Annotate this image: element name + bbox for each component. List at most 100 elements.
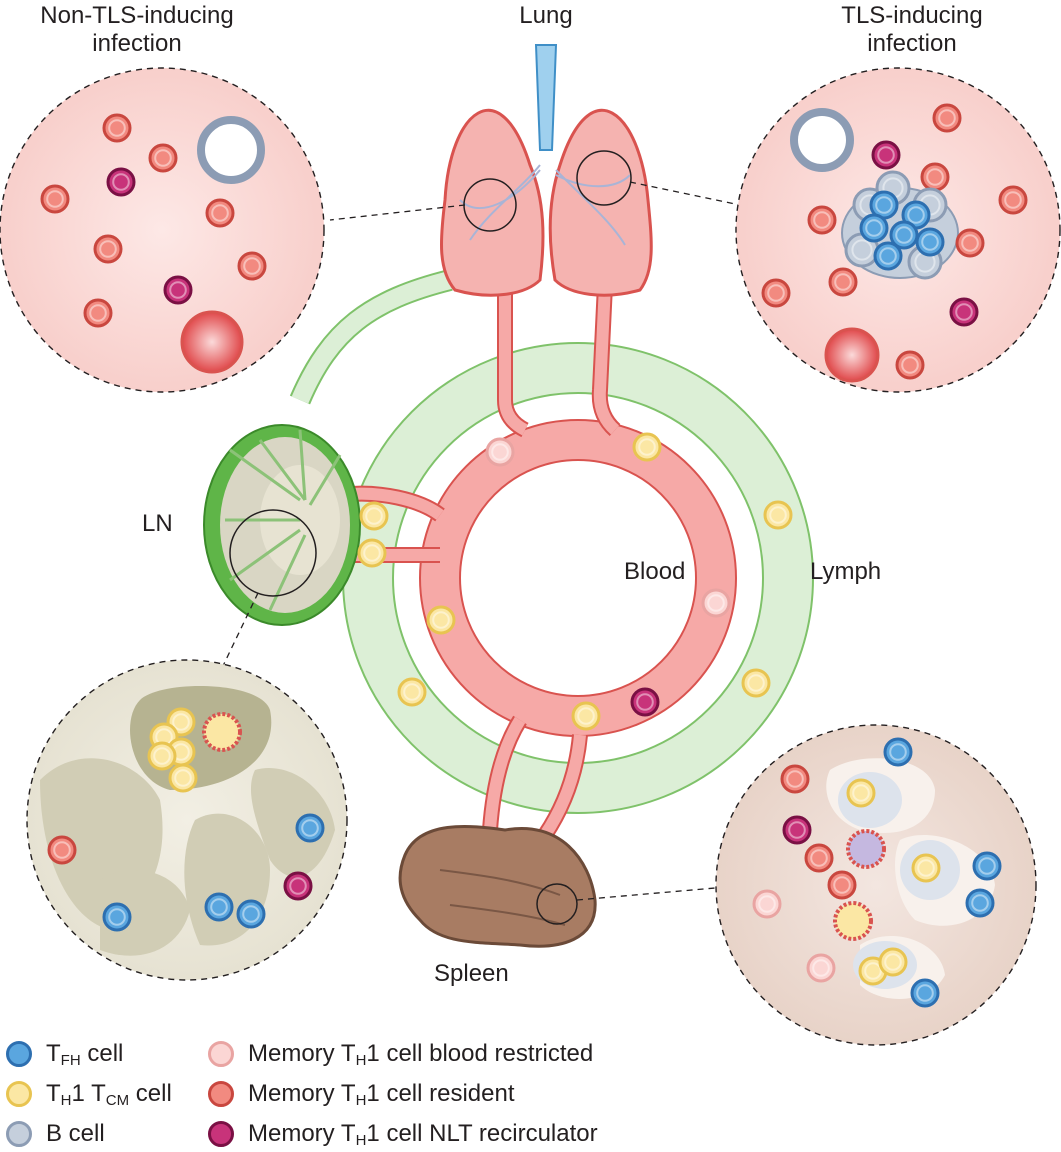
legend-label-bcell: B cell — [46, 1120, 105, 1147]
legend-item-bcell: B cell — [6, 1120, 105, 1148]
cell-nlt — [782, 815, 812, 845]
cell-highlight — [363, 544, 381, 562]
cell-res — [205, 198, 235, 228]
label-non-tls: Non-TLS-inducing infection — [40, 2, 233, 58]
cell-highlight — [786, 770, 804, 788]
cell-tcm — [911, 853, 941, 883]
ring-cells — [357, 432, 793, 731]
inset-spleen — [715, 724, 1037, 1046]
legend-label-th1-tcm: TH1 TCM cell — [46, 1080, 172, 1109]
cell-res — [237, 251, 267, 281]
legend-swatch-resident — [208, 1081, 234, 1107]
cell-tcm — [397, 677, 427, 707]
legend-swatch-th1-tcm — [6, 1081, 32, 1107]
cell-tfh — [859, 213, 889, 243]
cell-highlight — [877, 146, 895, 164]
spleen-cells — [752, 737, 1002, 1008]
cell-highlight — [788, 821, 806, 839]
cell-highlight — [907, 206, 925, 224]
cell-tfh — [883, 737, 913, 767]
legend-item-blood-restricted: Memory TH1 cell blood restricted — [208, 1040, 593, 1068]
cell-res — [895, 350, 925, 380]
cell-highlight — [864, 962, 882, 980]
cell-tcm — [147, 741, 177, 771]
cell-highlight — [769, 506, 787, 524]
cell-tcm — [426, 605, 456, 635]
label-ln: LN — [142, 510, 173, 537]
ln-cells — [47, 707, 325, 932]
cell-highlight — [747, 674, 765, 692]
cell-tfh — [204, 892, 234, 922]
cell-highlight — [961, 234, 979, 252]
legend-swatch-blood-restricted — [208, 1041, 234, 1067]
cell-nlt — [949, 297, 979, 327]
lung-zoom-right-marker — [576, 150, 632, 206]
cell-tfh — [915, 227, 945, 257]
lung-illustration — [439, 44, 653, 297]
cell-nlt — [283, 871, 313, 901]
cell-highlight — [978, 857, 996, 875]
cell-tfh — [972, 851, 1002, 881]
cell-highlight — [884, 953, 902, 971]
cell-highlight — [879, 247, 897, 265]
cell-highlight — [242, 905, 260, 923]
cell-highlight — [153, 747, 171, 765]
cell-highlight — [432, 611, 450, 629]
cell-res — [40, 184, 70, 214]
cell-highlight — [865, 219, 883, 237]
cell-highlight — [810, 849, 828, 867]
cell-highlight — [577, 707, 595, 725]
cell-highlight — [767, 284, 785, 302]
cell-res — [780, 764, 810, 794]
spleen-illustration — [398, 824, 597, 948]
cell-highlight — [174, 769, 192, 787]
legend-item-resident: Memory TH1 cell resident — [208, 1080, 515, 1108]
cell-res — [93, 234, 123, 264]
cell-highlight — [938, 109, 956, 127]
cell-highlight — [813, 211, 831, 229]
cell-highlight — [491, 443, 509, 461]
cell-tfh — [873, 241, 903, 271]
cell-tfh — [102, 902, 132, 932]
legend-label-blood-restricted: Memory TH1 cell blood restricted — [248, 1040, 594, 1069]
cell-br — [752, 889, 782, 919]
cell-tfh — [965, 888, 995, 918]
cell-highlight — [112, 173, 130, 191]
cell-highlight — [1004, 191, 1022, 209]
cell-highlight — [926, 168, 944, 186]
cell-highlight — [852, 784, 870, 802]
cell-nlt — [630, 687, 660, 717]
label-non-tls-line1: Non-TLS-inducing — [40, 2, 234, 29]
cell-tcm — [632, 432, 662, 462]
cell-highlight — [169, 281, 187, 299]
cell-highlight — [99, 240, 117, 258]
cell-highlight — [707, 594, 725, 612]
cell-res — [47, 835, 77, 865]
cell-highlight — [108, 908, 126, 926]
cell-highlight — [289, 877, 307, 895]
cell-highlight — [812, 959, 830, 977]
cell-tfh — [910, 978, 940, 1008]
cell-nlt — [106, 167, 136, 197]
lymph-duct-to-lung — [289, 269, 453, 405]
cell-highlight — [758, 895, 776, 913]
legend-swatch-nlt — [208, 1121, 234, 1147]
label-spleen: Spleen — [434, 960, 509, 987]
cell-tfh — [236, 899, 266, 929]
legend-label-nlt: Memory TH1 cell NLT recirculator — [248, 1120, 598, 1149]
cell-tcm — [846, 778, 876, 808]
cell-res — [807, 205, 837, 235]
cell-highlight — [889, 743, 907, 761]
cell-res — [920, 162, 950, 192]
cell-tfh — [889, 220, 919, 250]
cell-highlight — [46, 190, 64, 208]
cell-highlight — [172, 713, 190, 731]
cell-highlight — [955, 303, 973, 321]
cell-highlight — [895, 226, 913, 244]
non-tls-cells — [40, 113, 267, 328]
cell-highlight — [917, 859, 935, 877]
cell-highlight — [971, 894, 989, 912]
legend-item-th1-tcm: TH1 TCM cell — [6, 1080, 172, 1108]
cell-nlt — [871, 140, 901, 170]
